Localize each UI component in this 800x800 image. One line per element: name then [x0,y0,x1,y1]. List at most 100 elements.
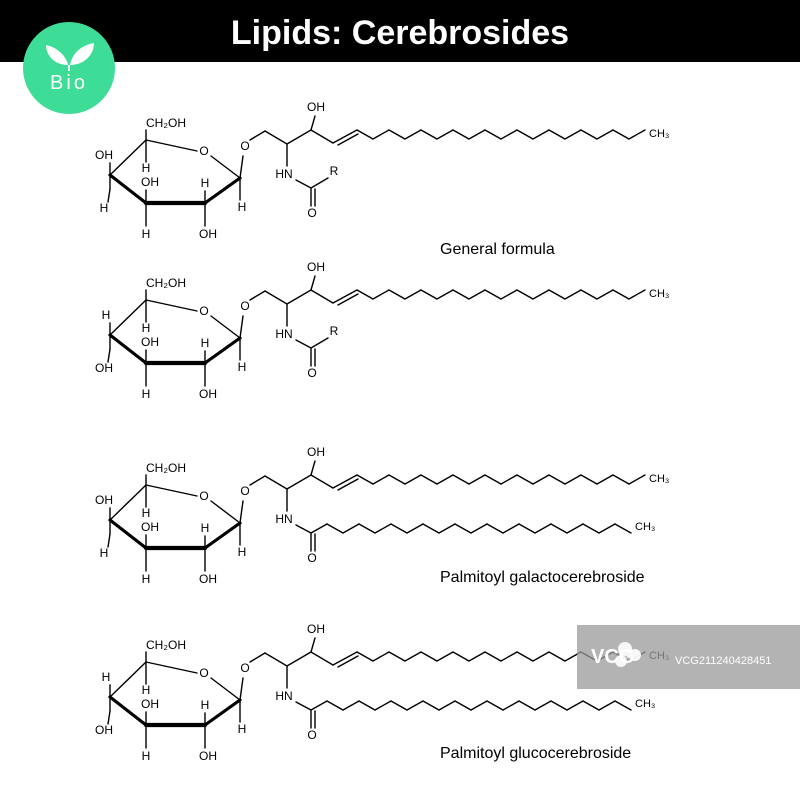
alkyl-bond [596,289,614,300]
carbonyl-oxygen-atom: O [307,366,316,380]
watermark-id: VCG211240428451 [675,655,771,667]
watermark: VCG VCG211240428451 [577,625,800,689]
alkyl-bond [580,129,598,140]
logo-text: Bio [50,72,88,94]
bond [310,275,316,291]
alkyl-bond [548,289,566,300]
leaf-icon [46,43,94,71]
bond [264,290,288,305]
sugar-ring: O [108,661,242,728]
acyl-bond [470,523,488,534]
alkyl-bond [500,289,518,300]
hydroxyl-group: OH [95,361,113,375]
bond [310,115,316,131]
ring-bond [210,315,241,339]
acyl-bond [454,700,472,711]
double-bond [337,293,359,306]
ring-oxygen-atom: O [199,666,208,680]
alkyl-bond [580,289,598,300]
bond [239,500,244,524]
structure-svg: OCH₂OHHHOHOHHHOHHOOHCH₃HNOCH₃ [95,622,669,763]
caption-palmitoyl-glucocerebroside: Palmitoyl glucocerebroside [440,745,632,762]
hydrogen-atom: H [100,201,109,215]
bond [295,524,312,534]
alkyl-bond [420,289,438,300]
glycosidic-oxygen-atom: O [240,661,249,675]
alkyl-bond [580,474,598,485]
alkyl-bond [628,289,646,300]
hydrogen-atom: H [201,698,210,712]
bond [286,474,312,490]
acyl-bond [422,700,440,711]
alkyl-bond [628,474,646,485]
hydroxyl-group: OH [141,335,159,349]
acyl-bond [582,700,600,711]
sugar-ring: O [108,484,242,551]
alkyl-bond [500,651,518,662]
alkyl-bond [484,474,502,485]
acyl-bond [406,523,424,534]
bond [249,475,266,486]
acyl-bond [598,523,616,534]
carbonyl-oxygen-atom: O [307,206,316,220]
alkyl-bond [404,651,422,662]
alkyl-bond [372,129,390,140]
watermark-brand: VCG [591,646,634,668]
double-bond [332,289,358,304]
bond [107,533,111,548]
amide-nh-atom: HN [275,327,292,341]
bond [310,637,316,653]
double-bond [332,474,358,489]
ring-bond [203,336,242,365]
bond [295,179,312,189]
hydrogen-atom: H [102,308,111,322]
bond [239,155,244,179]
alkyl-bond [484,289,502,300]
acyl-bond [534,523,552,534]
alkyl-bond [500,129,518,140]
bond [264,475,288,490]
alkyl-bond [548,651,566,662]
bond [107,348,111,363]
hydroxyl-group: OH [141,520,159,534]
hydroxyl-group: OH [199,572,217,586]
r-group: R [330,324,339,338]
alkyl-bond [452,129,470,140]
acyl-bond [342,700,360,711]
bond [264,130,288,145]
alkyl-bond [404,129,422,140]
ring-bond [203,698,242,727]
amide-nh-atom: HN [275,167,292,181]
alkyl-bond [356,474,374,485]
alkyl-bond [356,289,374,300]
acyl-bond [614,700,632,711]
amide-nh-atom: HN [275,689,292,703]
ring-bond [108,695,148,727]
hydrogen-atom: H [142,572,151,586]
hydrogen-atom: H [142,321,151,335]
hydroxyl-group: OH [95,493,113,507]
double-bond [332,129,358,144]
alkyl-bond [356,129,374,140]
hydrogen-atom: H [142,683,151,697]
alkyl-bond [548,474,566,485]
acyl-bond [566,523,584,534]
bond [107,188,111,203]
bond [295,339,312,349]
bond [310,129,334,144]
ring-oxygen-atom: O [199,144,208,158]
ring-bond [109,661,147,698]
bond [239,677,244,701]
alkyl-bond [484,129,502,140]
acyl-bond [518,700,536,711]
glycosidic-oxygen-atom: O [240,299,249,313]
alkyl-bond [564,474,582,485]
bond [310,177,329,189]
bond [249,652,266,663]
carbonyl-oxygen-atom: O [307,551,316,565]
